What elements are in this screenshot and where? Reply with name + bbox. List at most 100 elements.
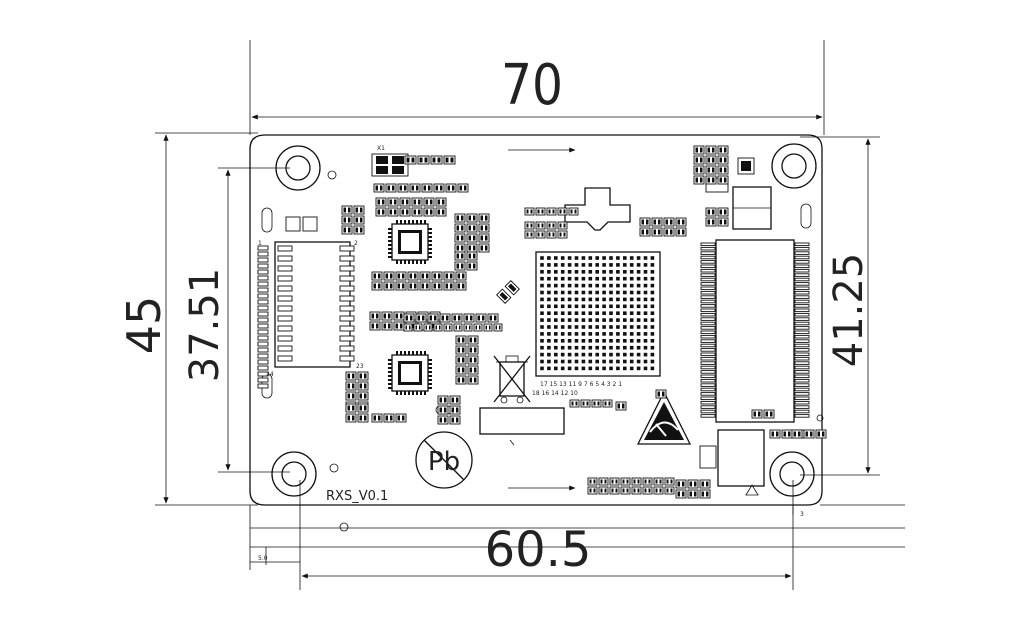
solder-pad: [700, 260, 716, 264]
smd-passive: [717, 207, 729, 217]
solder-pad: [277, 345, 293, 352]
smd-passive: [602, 399, 613, 408]
smd-passive: [345, 413, 357, 423]
component-pad: [285, 216, 301, 232]
smd-passive: [457, 183, 469, 193]
solder-pad: [257, 341, 269, 347]
solder-pad: [794, 387, 810, 392]
smd-passive: [423, 207, 435, 217]
smd-passive: [467, 335, 479, 345]
smd-passive: [751, 409, 763, 419]
solder-pad: [700, 282, 716, 286]
smd-passive: [437, 415, 449, 425]
solder-pad: [257, 281, 269, 287]
smd-passive: [443, 323, 453, 332]
solder-pad: [700, 352, 716, 357]
smd-passive: [435, 207, 447, 217]
solder-pad: [339, 255, 355, 262]
solder-pad: [339, 355, 355, 362]
smd-passive: [345, 403, 357, 413]
solder-pad: [794, 374, 810, 379]
solder-pad: [257, 329, 269, 335]
smd-passive: [693, 145, 705, 155]
smd-passive: [454, 243, 466, 253]
smd-passive: [467, 355, 479, 365]
smd-passive: [535, 230, 546, 239]
smd-passive: [373, 183, 385, 193]
smd-passive: [353, 205, 365, 215]
smd-passive: [699, 479, 711, 489]
solder-pad: [700, 286, 716, 291]
smd-passive: [387, 197, 399, 207]
solder-pad: [257, 335, 269, 341]
smd-passive: [431, 281, 443, 291]
solder-pad: [700, 400, 716, 405]
smd-passive: [717, 175, 729, 185]
solder-pad: [339, 305, 355, 312]
solder-pad: [700, 405, 716, 409]
solder-pad: [700, 326, 716, 330]
smd-passive: [651, 227, 663, 237]
header-row2-label: 18 16 14 12 10: [532, 390, 578, 397]
solder-pad: [794, 409, 810, 414]
board-label: RXS_V0.1: [326, 489, 388, 504]
dim-top-width: 70: [501, 53, 563, 118]
smd-passive: [385, 183, 397, 193]
smd-passive: [454, 213, 466, 223]
smd-passive: [815, 429, 827, 439]
solder-pad: [794, 370, 810, 374]
smd-passive: [381, 321, 393, 331]
solder-pad: [257, 269, 269, 275]
smd-passive: [781, 429, 793, 439]
solder-pad: [339, 345, 355, 352]
smd-passive: [427, 313, 439, 323]
smd-passive: [404, 155, 417, 165]
solder-pad: [700, 409, 716, 414]
smd-passive: [454, 233, 466, 243]
solder-pad: [794, 317, 810, 321]
smd-passive: [475, 313, 487, 323]
solder-pad: [257, 245, 269, 251]
smd-passive: [675, 489, 687, 499]
weee-bin-icon: [493, 355, 531, 404]
smd-passive: [655, 389, 667, 399]
smd-passive: [580, 399, 591, 408]
smd-passive: [705, 145, 717, 155]
solder-pad: [339, 265, 355, 272]
smd-passive: [642, 477, 653, 486]
solder-pad: [700, 387, 716, 392]
smd-passive: [455, 281, 467, 291]
regulator-outline: [564, 187, 631, 231]
solder-pad: [339, 315, 355, 322]
power-block-bottom-right: [699, 429, 765, 496]
solder-pad: [794, 383, 810, 387]
solder-pad: [700, 312, 716, 317]
smd-passive: [639, 227, 651, 237]
solder-pad: [277, 295, 293, 302]
smd-passive: [449, 395, 461, 405]
smd-passive: [546, 207, 557, 216]
solder-pad: [277, 275, 293, 282]
smd-passive: [419, 281, 431, 291]
smd-passive: [664, 486, 675, 495]
solder-pad: [257, 317, 269, 323]
smd-passive: [455, 335, 467, 345]
smd-passive: [383, 271, 395, 281]
smd-passive: [454, 251, 466, 261]
solder-pad: [794, 273, 810, 277]
smd-passive: [399, 197, 411, 207]
bga-processor: [535, 251, 661, 377]
solder-pad: [700, 321, 716, 326]
solder-pad: [700, 277, 716, 282]
smd-passive: [693, 155, 705, 165]
solder-pad: [700, 383, 716, 387]
smd-passive: [353, 225, 365, 235]
smd-passive: [769, 429, 781, 439]
solder-pad: [794, 378, 810, 383]
solder-pad: [700, 330, 716, 335]
solder-pad: [700, 392, 716, 396]
solder-pad: [794, 352, 810, 357]
solder-pad: [700, 365, 716, 370]
solder-pad: [257, 287, 269, 293]
smd-passive: [466, 243, 478, 253]
